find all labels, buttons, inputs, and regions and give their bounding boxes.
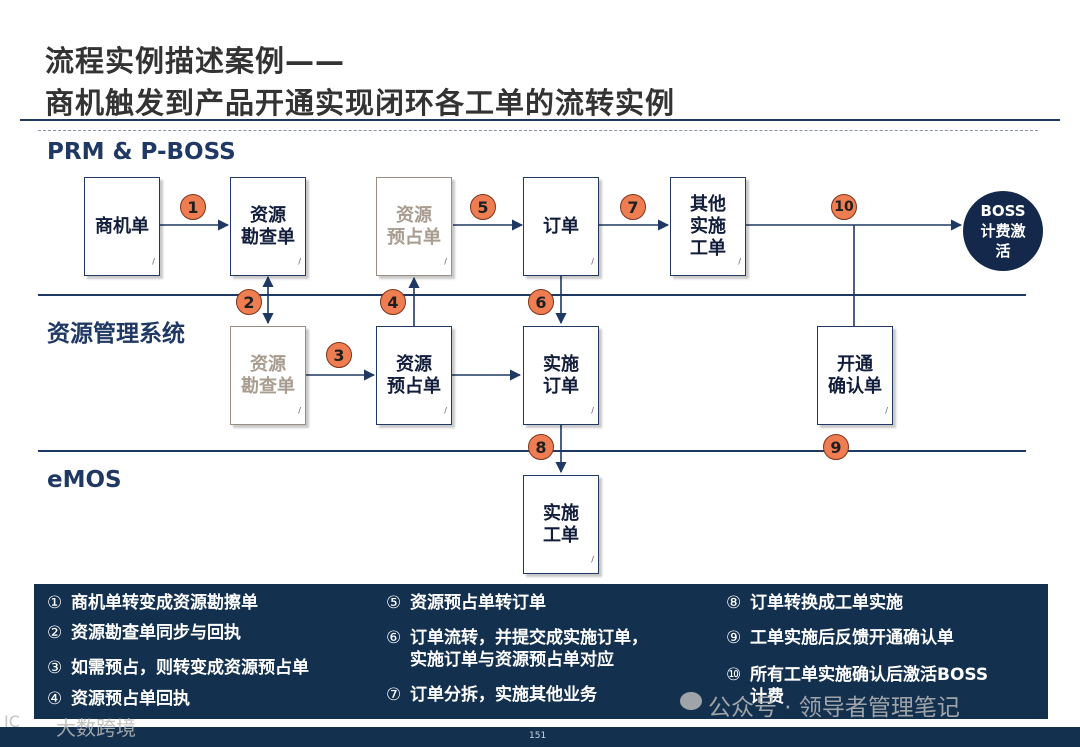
- box-reserve-rms-label: 资源 预占单: [387, 353, 441, 397]
- box-reserve-rms: 资源 预占单 /: [376, 326, 452, 425]
- watermark-corner: 大数跨境: [56, 716, 136, 740]
- lane-label-emos: eMOS: [47, 467, 122, 493]
- legend-num-5: ⑤: [386, 593, 402, 613]
- boss-line2: 计费激: [980, 222, 1026, 240]
- corner-mark: /: [444, 257, 447, 266]
- step-badge-4: 4: [380, 289, 406, 315]
- legend-panel: ① 商机单转变成资源勘擦单 ② 资源勘查单同步与回执 ③ 如需预占，则转变成资源预占单…: [34, 584, 1048, 719]
- boss-line3: 活: [995, 242, 1011, 260]
- box-other-work-label: 其他 实施 工单: [690, 193, 726, 259]
- legend-num-8: ⑧: [726, 593, 742, 613]
- legend-text-8: 订单转换成工单实施: [750, 593, 903, 613]
- step-badge-7: 7: [620, 194, 646, 220]
- legend-num-7: ⑦: [386, 685, 402, 705]
- box-survey-prm: 资源 勘查单 /: [230, 177, 306, 276]
- step-badge-10: 10: [831, 194, 857, 220]
- box-work-order-label: 实施 工单: [543, 502, 579, 546]
- box-reserve-prm-label: 资源 预占单: [387, 204, 441, 248]
- box-reserve-prm: 资源 预占单 /: [376, 177, 452, 276]
- step-badge-3: 3: [326, 342, 352, 368]
- corner-mark: /: [591, 555, 594, 564]
- legend-num-10: ⑩: [726, 665, 742, 685]
- corner-mark: /: [885, 406, 888, 415]
- box-survey-rms-label: 资源 勘查单: [241, 353, 295, 397]
- footer-bar: [0, 727, 1080, 747]
- legend-num-6: ⑥: [386, 628, 402, 648]
- page-title-line2: 商机触发到产品开通实现闭环各工单的流转实例: [45, 86, 676, 120]
- step-badge-1: 1: [180, 194, 206, 220]
- page-number: 151: [529, 731, 547, 741]
- boss-line1: BOSS: [980, 202, 1026, 220]
- legend-item-7: ⑦ 订单分拆，实施其他业务: [386, 684, 597, 706]
- legend-num-4: ④: [47, 689, 63, 709]
- box-opportunity-label: 商机单: [95, 215, 149, 237]
- box-order-label: 订单: [543, 215, 579, 237]
- page-title-line1: 流程实例描述案例——: [45, 44, 346, 78]
- lane-label-prm: PRM & P-BOSS: [47, 139, 236, 165]
- box-work-order: 实施 工单 /: [523, 475, 599, 574]
- box-impl-order: 实施 订单 /: [523, 326, 599, 425]
- legend-item-8: ⑧ 订单转换成工单实施: [726, 592, 903, 614]
- step-badge-9: 9: [823, 434, 849, 460]
- corner-mark: /: [152, 257, 155, 266]
- legend-text-6: 订单流转，并提交成实施订单， 实施订单与资源预占单对应: [410, 628, 648, 670]
- box-survey-prm-label: 资源 勘查单: [241, 204, 295, 248]
- legend-text-5: 资源预占单转订单: [410, 593, 546, 613]
- legend-text-4: 资源预占单回执: [71, 689, 190, 709]
- boss-billing-activation: BOSS 计费激 活: [963, 191, 1043, 271]
- watermark-wechat: 公众号 · 领导者管理笔记: [708, 695, 960, 721]
- title-dashed-divider: [38, 130, 1038, 131]
- lane-label-rms: 资源管理系统: [47, 321, 185, 347]
- corner-mark: /: [591, 257, 594, 266]
- legend-text-9: 工单实施后反馈开通确认单: [750, 628, 954, 648]
- box-survey-rms: 资源 勘查单 /: [230, 326, 306, 425]
- title-underline: [20, 119, 1060, 121]
- legend-item-6: ⑥ 订单流转，并提交成实施订单， 实施订单与资源预占单对应: [386, 627, 648, 671]
- corner-mark: /: [591, 406, 594, 415]
- step-badge-6: 6: [528, 289, 554, 315]
- legend-item-4: ④ 资源预占单回执: [47, 688, 190, 710]
- box-confirm: 开通 确认单 /: [817, 326, 893, 425]
- corner-mark: /: [298, 257, 301, 266]
- corner-mark: /: [738, 257, 741, 266]
- legend-item-3: ③ 如需预占，则转变成资源预占单: [47, 657, 309, 679]
- step-badge-8: 8: [528, 434, 554, 460]
- box-order: 订单 /: [523, 177, 599, 276]
- corner-mark: /: [444, 406, 447, 415]
- legend-item-2: ② 资源勘查单同步与回执: [47, 622, 241, 644]
- legend-item-10: ⑩ 所有工单实施确认后激活BOSS 计费: [726, 664, 988, 708]
- box-opportunity: 商机单 /: [84, 177, 160, 276]
- corner-mark: /: [298, 406, 301, 415]
- legend-text-2: 资源勘查单同步与回执: [71, 623, 241, 643]
- box-confirm-label: 开通 确认单: [828, 353, 882, 397]
- legend-num-9: ⑨: [726, 628, 742, 648]
- box-other-work: 其他 实施 工单 /: [670, 177, 746, 276]
- wechat-icon: [680, 692, 702, 710]
- step-badge-2: 2: [236, 289, 262, 315]
- legend-text-7: 订单分拆，实施其他业务: [410, 685, 597, 705]
- legend-item-1: ① 商机单转变成资源勘擦单: [47, 592, 258, 614]
- legend-text-10: 所有工单实施确认后激活BOSS 计费: [750, 665, 989, 707]
- step-badge-5: 5: [470, 194, 496, 220]
- legend-item-9: ⑨ 工单实施后反馈开通确认单: [726, 627, 954, 649]
- legend-text-1: 商机单转变成资源勘擦单: [71, 593, 258, 613]
- legend-num-1: ①: [47, 593, 63, 613]
- legend-text-3: 如需预占，则转变成资源预占单: [71, 658, 309, 678]
- legend-num-2: ②: [47, 623, 63, 643]
- legend-num-3: ③: [47, 658, 63, 678]
- watermark-corner-logo: IC: [4, 712, 20, 731]
- box-impl-order-label: 实施 订单: [543, 353, 579, 397]
- legend-item-5: ⑤ 资源预占单转订单: [386, 592, 546, 614]
